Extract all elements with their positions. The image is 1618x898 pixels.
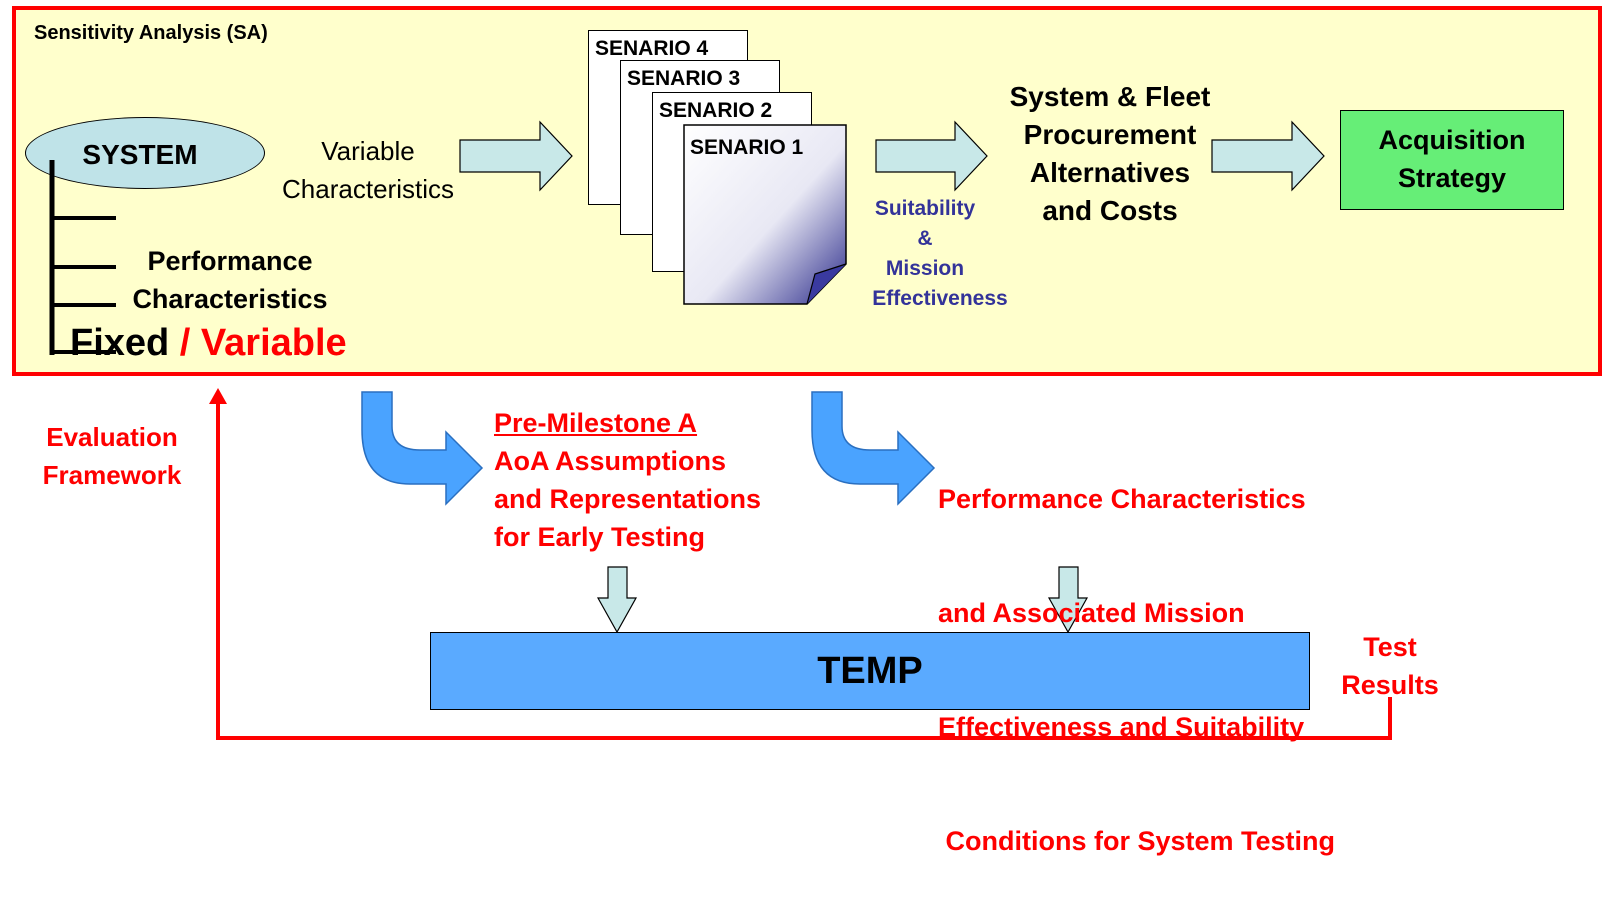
sa-title: Sensitivity Analysis (SA) [34, 22, 268, 44]
suitability-label: Suitability & Mission Effectiveness [850, 194, 1030, 314]
suitability-line1: Suitability [874, 197, 976, 220]
connector-lines [49, 160, 1392, 740]
evaluation-line2: Framework [42, 460, 182, 490]
pre-milestone-line1: AoA Assumptions [494, 446, 727, 476]
scenario-2-label: SENARIO 2 [659, 99, 773, 122]
fleet-line4: and Costs [1042, 195, 1178, 226]
test-results-line1: Test [1363, 632, 1417, 662]
perf-line2: Characteristics [132, 284, 328, 314]
performance-line2: and Associated Mission [938, 598, 1245, 628]
fleet-line1: System & Fleet [1009, 81, 1211, 112]
arrow-to-acquisition [1211, 120, 1325, 192]
fixed-text: Fixed [70, 322, 170, 364]
fleet-line2: Procurement [1023, 119, 1197, 150]
performance-line3: Effectiveness and Suitability [938, 712, 1305, 742]
variable-line2: Characteristics [282, 174, 454, 204]
test-results-label: Test Results [1335, 628, 1445, 704]
curved-arrow-performance [811, 391, 936, 506]
scenario-1-label: SENARIO 1 [690, 136, 804, 159]
test-results-line2: Results [1341, 670, 1439, 700]
temp-box: TEMP [430, 632, 1310, 710]
variable-text: / Variable [169, 322, 347, 364]
acquisition-strategy-box: Acquisition Strategy [1340, 110, 1564, 210]
scenario-3-label: SENARIO 3 [627, 67, 741, 90]
variable-characteristics-label: Variable Characteristics [268, 132, 468, 208]
fleet-line3: Alternatives [1029, 157, 1191, 188]
scenario-4-label: SENARIO 4 [595, 37, 709, 60]
arrow-to-scenarios [459, 120, 573, 192]
arrow-to-fleet [875, 120, 988, 192]
acquisition-line2: Strategy [1397, 163, 1507, 193]
performance-line4: Conditions for System Testing [938, 826, 1336, 856]
pre-milestone-line3: for Early Testing [494, 522, 706, 552]
curved-arrows [361, 391, 936, 506]
acquisition-line1: Acquisition [1378, 125, 1526, 155]
arrow-down-pre-milestone [596, 566, 638, 634]
suitability-line2: & [917, 227, 933, 250]
system-label: SYSTEM [82, 139, 198, 170]
arrow-down-performance [1047, 566, 1089, 634]
flow-arrows [459, 120, 1325, 634]
evaluation-line1: Evaluation [46, 422, 178, 452]
variable-line1: Variable [321, 136, 415, 166]
performance-characteristics-label: Performance Characteristics [100, 242, 360, 318]
perf-line1: Performance [147, 246, 313, 276]
pre-milestone-line2: and Representations [494, 484, 762, 514]
temp-label: TEMP [817, 650, 923, 692]
pre-milestone-block: Pre-Milestone A AoA Assumptions and Repr… [494, 404, 761, 556]
fixed-variable-label: Fixed / Variable [70, 322, 347, 365]
suitability-line4: Effectiveness [872, 287, 1008, 310]
scenario-1-page [683, 124, 847, 305]
fleet-alternatives-label: System & Fleet Procurement Alternatives … [975, 78, 1245, 230]
suitability-line3: Mission [885, 257, 965, 280]
system-node [25, 117, 265, 189]
performance-line1: Performance Characteristics [938, 484, 1306, 514]
pre-milestone-heading: Pre-Milestone A [494, 408, 698, 438]
curved-arrow-pre-milestone [361, 391, 484, 506]
evaluation-framework-label: Evaluation Framework [22, 418, 202, 494]
